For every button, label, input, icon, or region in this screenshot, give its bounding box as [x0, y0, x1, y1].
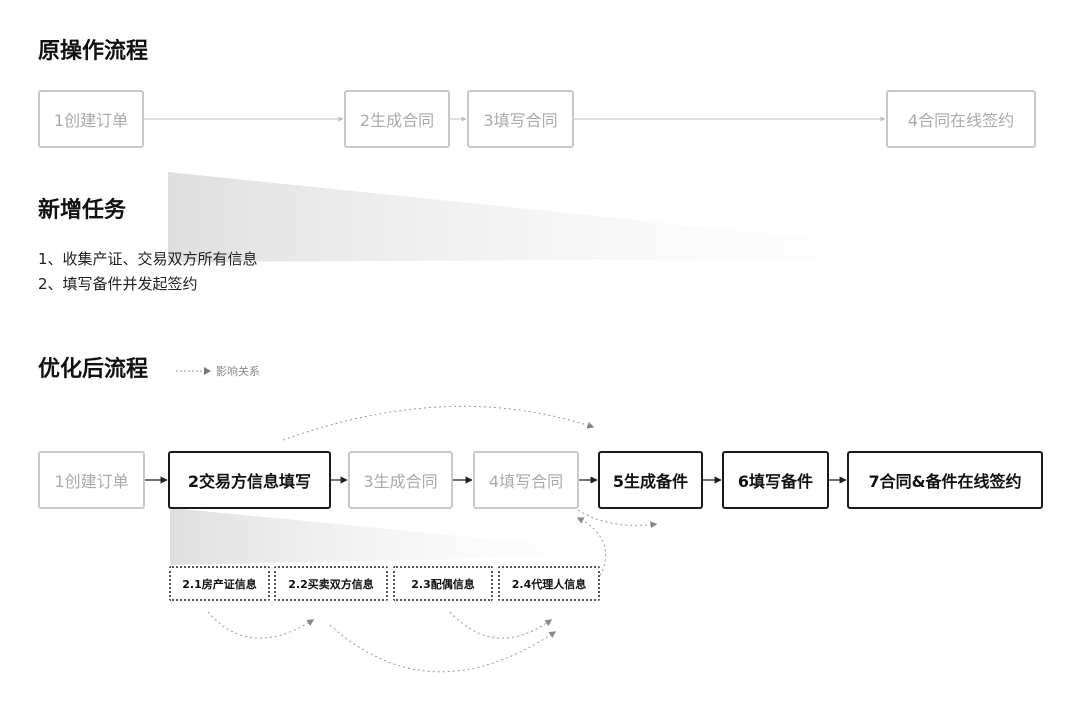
legend: 影响关系: [176, 363, 260, 379]
influence-arrows: [207, 405, 658, 673]
original-node-generate-contract: 2生成合同: [344, 90, 450, 148]
new-task-item: 1、收集产证、交易双方所有信息: [38, 250, 258, 268]
original-node-online-sign: 4合同在线签约: [886, 90, 1036, 148]
bottom-wedge-shade: [170, 508, 660, 565]
optimized-node-generate-contract: 3生成合同: [348, 451, 453, 509]
legend-label: 影响关系: [216, 365, 260, 378]
new-task-item: 2、填写备件并发起签约: [38, 275, 198, 293]
sub-node-buyer-seller: 2.2买卖双方信息: [274, 566, 388, 601]
sub-node-property-cert: 2.1房产证信息: [169, 566, 270, 601]
optimized-node-fill-contract: 4填写合同: [473, 451, 579, 509]
new-tasks-title: 新增任务: [38, 198, 127, 223]
original-node-fill-contract: 3填写合同: [467, 90, 574, 148]
optimized-flow-title: 优化后流程: [38, 357, 149, 382]
original-node-create-order: 1创建订单: [38, 90, 144, 148]
optimized-node-fill-attachment: 6填写备件: [722, 451, 829, 509]
optimized-node-generate-attachment: 5生成备件: [598, 451, 703, 509]
original-flow-title: 原操作流程: [38, 39, 149, 64]
optimized-node-online-sign: 7合同&备件在线签约: [847, 451, 1043, 509]
optimized-node-create-order: 1创建订单: [38, 451, 145, 509]
top-wedge-shade: [168, 172, 1005, 262]
optimized-node-party-info: 2交易方信息填写: [168, 451, 331, 509]
sub-node-agent: 2.4代理人信息: [498, 566, 600, 601]
sub-node-spouse: 2.3配偶信息: [393, 566, 493, 601]
legend-dashed-arrow-icon: [176, 367, 211, 375]
